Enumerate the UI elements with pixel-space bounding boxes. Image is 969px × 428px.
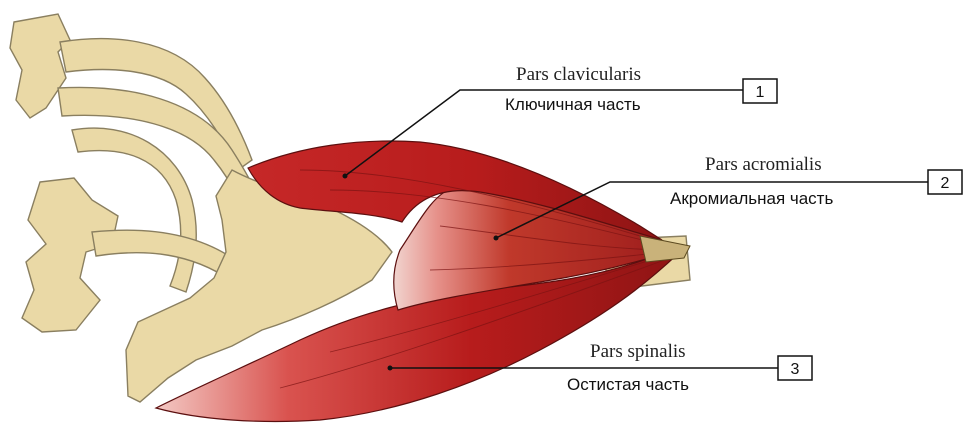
label-1-number: 1 (756, 84, 765, 101)
label-1-latin: Pars clavicularis (516, 64, 641, 85)
leader-dot-1 (343, 174, 348, 179)
label-clavicular: Pars clavicularis Ключичная часть 1 (505, 64, 777, 114)
label-2-latin: Pars acromialis (705, 154, 822, 175)
label-2-number: 2 (941, 175, 950, 192)
label-3-number: 3 (791, 361, 800, 378)
label-3-russian: Остистая часть (567, 375, 689, 394)
leader-dot-2 (494, 236, 499, 241)
label-2-russian: Акромиальная часть (670, 189, 833, 208)
label-1-russian: Ключичная часть (505, 95, 641, 114)
label-acromial: Pars acromialis Акромиальная часть 2 (670, 154, 962, 208)
label-3-latin: Pars spinalis (590, 341, 686, 362)
leader-dot-3 (388, 366, 393, 371)
